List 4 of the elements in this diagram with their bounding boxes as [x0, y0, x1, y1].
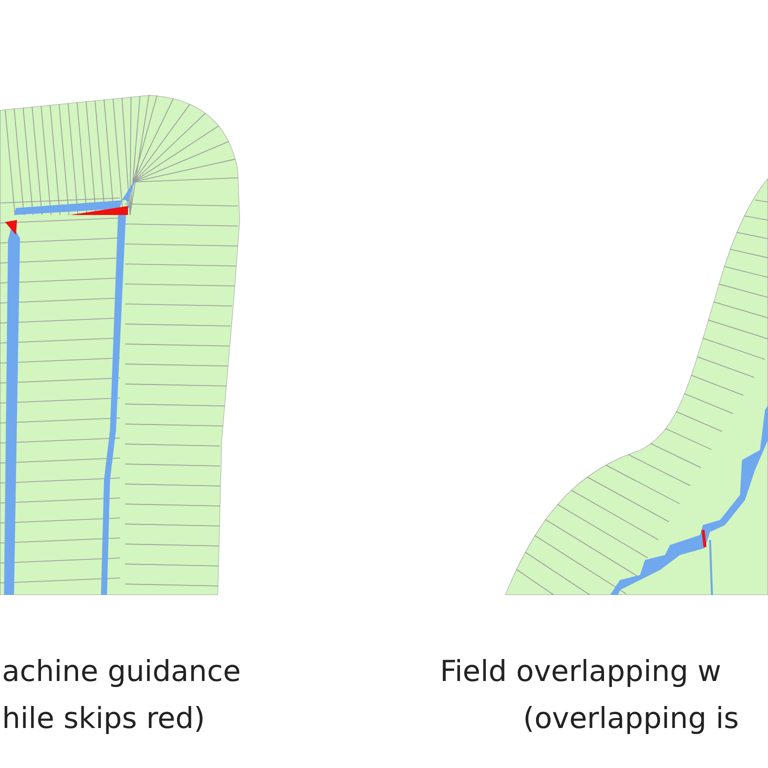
caption-text: achine guidance	[2, 653, 241, 689]
caption-text: (overlapping is	[523, 700, 739, 736]
caption-text: Field overlapping w	[440, 653, 722, 689]
caption-text: hile skips red)	[2, 700, 206, 736]
